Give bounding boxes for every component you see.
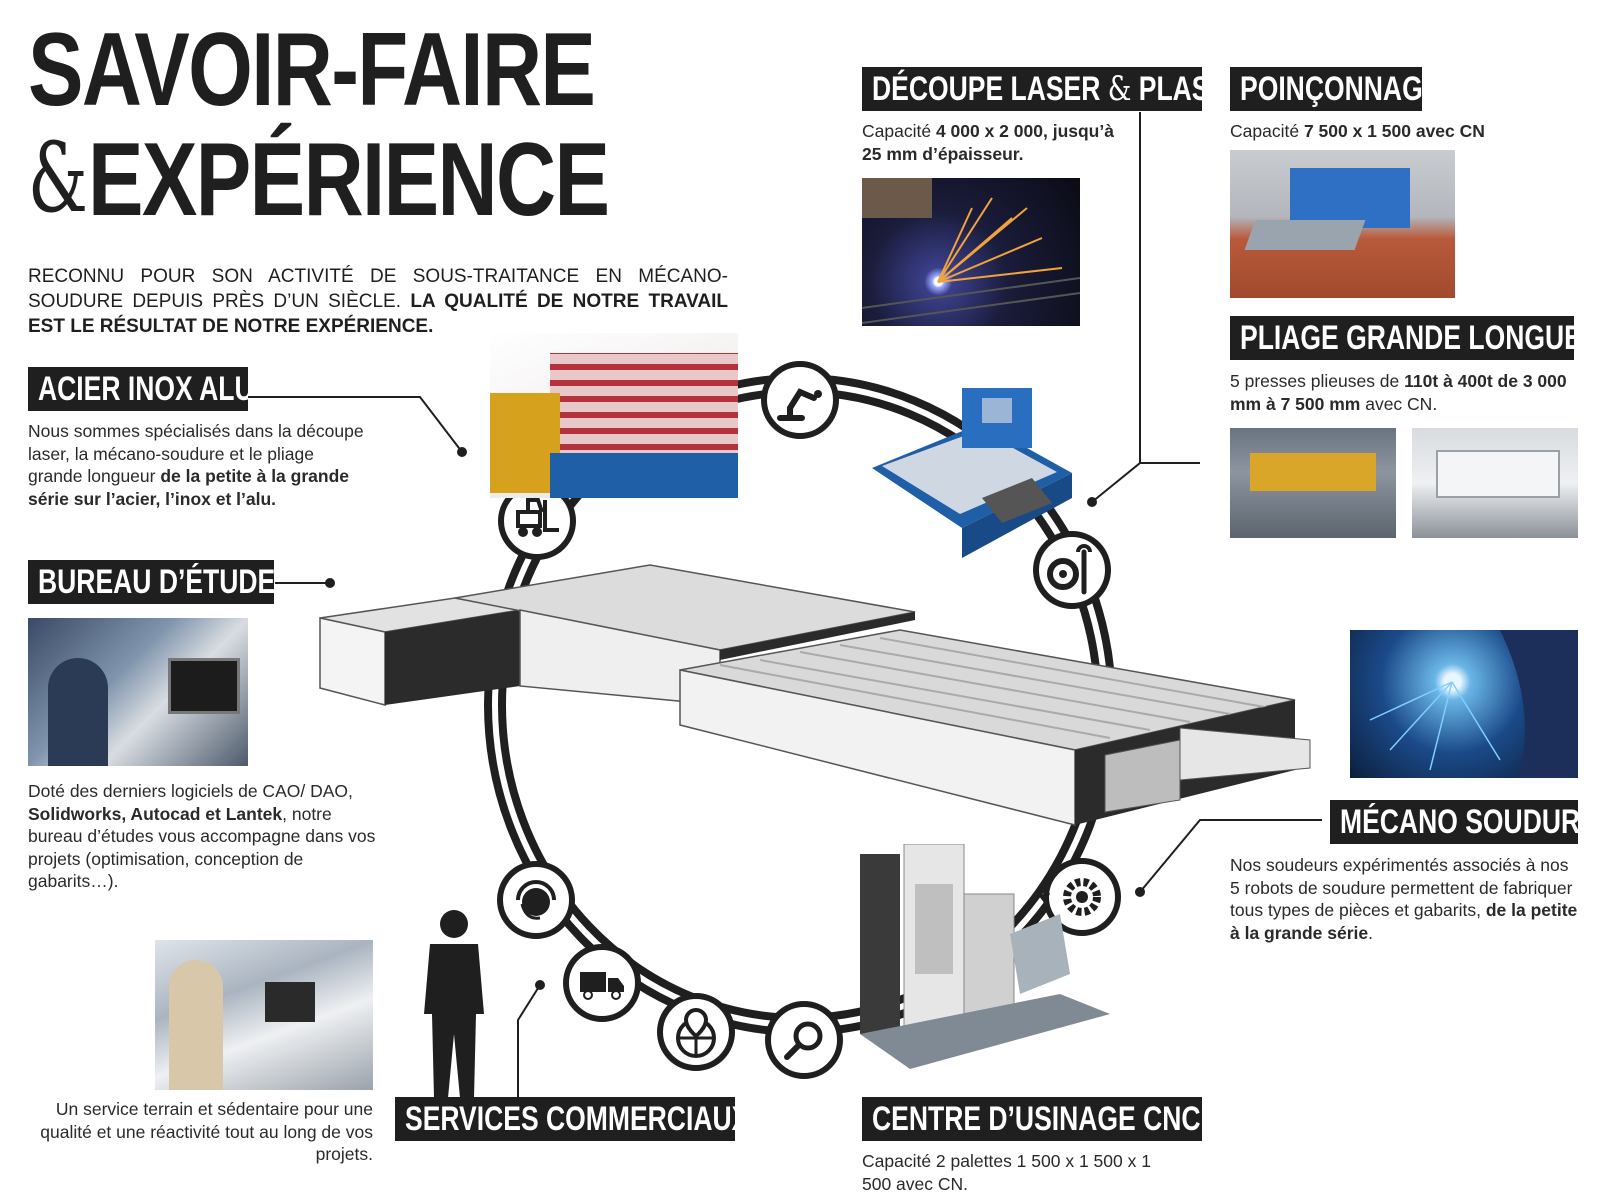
services-description: Un service terrain et sédentaire pour un… [40,1099,373,1164]
label-bureau-etudes: BUREAU D’ÉTUDES [28,560,274,604]
label-centre-usinage-cnc: CENTRE D’USINAGE CNC [862,1097,1202,1141]
poinconnage-description: Capacité 7 500 x 1 500 avec CN [1230,121,1485,141]
intro-paragraph: RECONNU POUR SON ACTIVITÉ DE SOUS-TRAITA… [28,264,728,339]
connector-services [517,984,541,1105]
connector-acier [248,396,463,453]
cnc-description: Capacité 2 palettes 1 500 x 1 500 x 1 50… [862,1151,1151,1194]
photo-press-brake-1 [1230,428,1396,538]
punch-table [1244,220,1366,250]
headline-ampersand: & [28,122,88,234]
label-mecano-soudure: MÉCANO SOUDURE [1330,800,1578,844]
headline-experience: EXPÉRIENCE [88,122,610,238]
connector-dot-mecano [1135,887,1145,897]
connector-dot-services [535,980,545,990]
globe-pin-icon [657,993,735,1071]
photo-laser-cutting [862,178,1080,326]
press-brake-beam [1250,453,1376,491]
truck-icon [563,944,641,1022]
headset-icon [497,861,575,939]
bureau-description: Doté des derniers logiciels de CAO/ DAO,… [28,781,376,891]
businessman-silhouette [424,910,484,1098]
office-monitor [265,982,315,1022]
punch-press [1290,168,1410,228]
photo-material-racks [490,333,738,498]
connector-dot-decoupe [1087,497,1097,507]
rack-base [550,453,738,498]
headline-line-2: & EXPÉRIENCE [28,128,739,232]
connector-dot-bureau [325,578,335,588]
wheel-wrench-icon [1033,531,1111,609]
acier-description: Nous sommes spécialisés dans la découpe … [28,421,364,509]
operator-silhouette [169,960,223,1090]
connector-mecano [1139,819,1322,893]
decoupe-description: Capacité 4 000 x 2 000, jusqu’à 25 mm d’… [862,121,1114,164]
magnifier-icon [765,1001,843,1079]
connector-dot-acier [457,447,467,457]
computer-monitor [168,658,240,714]
photo-bureau-etudes [28,618,248,766]
factory-building [319,564,1311,826]
photo-services-commerciaux [155,940,373,1090]
label-poinconnage: POINÇONNAGE [1230,67,1422,111]
photo-punching-machine [1230,150,1455,298]
label-pliage-grande-longueur: PLIAGE GRANDE LONGUEUR [1230,316,1574,360]
label-services-commerciaux: SERVICES COMMERCIAUX [395,1097,735,1141]
photo-cnc-machine [860,844,1110,1069]
robot-arm-icon [761,361,839,439]
intro-normal: RECONNU POUR SON ACTIVITÉ DE SOUS-TRAITA… [28,266,728,312]
headline-line-1: SAVOIR-FAIRE [28,12,596,128]
mecano-description: Nos soudeurs expérimentés associés à nos… [1230,855,1578,943]
pliage-description: 5 presses plieuses de 110t à 400t de 3 0… [1230,371,1567,414]
forklift-machine [490,393,560,493]
person-silhouette [48,658,108,766]
label-acier-inox-alu: ACIER INOX ALU [28,367,248,411]
connector-decoupe [1091,112,1141,503]
intro-bold: LA QUALITÉ DE NOTRE TRAVAIL EST LE RÉSUL… [28,291,728,337]
photo-press-brake-2 [1412,428,1578,538]
photo-welding [1350,630,1578,778]
photo-laser-machine [862,388,1072,563]
label-decoupe-laser-plasma: DÉCOUPE LASER & PLASMA [862,67,1202,111]
gear-icon [1038,858,1121,936]
press-brake-body [1436,450,1560,498]
